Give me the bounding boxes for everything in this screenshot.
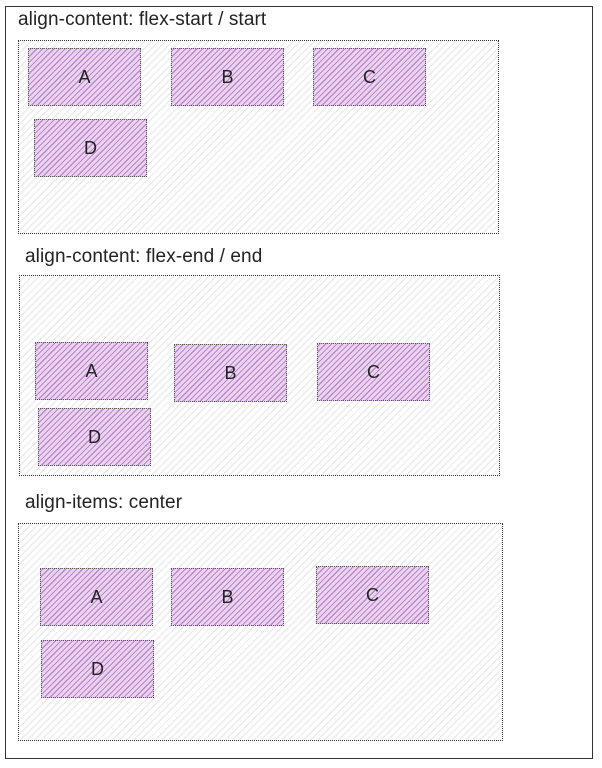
flex-item-d: D: [41, 640, 154, 698]
flex-item-a: A: [35, 342, 148, 400]
flex-item-label: B: [224, 363, 237, 383]
flex-item-label: A: [85, 361, 98, 381]
flex-item-d: D: [38, 408, 151, 466]
flex-item-label: C: [367, 362, 380, 382]
flex-item-label: C: [363, 67, 376, 87]
flex-item-b: B: [171, 568, 284, 626]
flex-item-a: A: [28, 48, 141, 106]
flex-item-d: D: [34, 119, 147, 177]
flex-item-label: B: [221, 587, 234, 607]
flex-container-flex-start: A B C D: [18, 40, 499, 234]
flex-item-label: D: [84, 138, 97, 158]
flex-item-c: C: [313, 48, 426, 106]
flex-item-label: A: [78, 67, 91, 87]
section-title-flex-start: align-content: flex-start / start: [18, 9, 267, 30]
section-title-align-items-center: align-items: center: [25, 492, 183, 513]
flex-item-c: C: [316, 566, 429, 624]
section-title-flex-end: align-content: flex-end / end: [25, 246, 263, 267]
flex-item-b: B: [174, 344, 287, 402]
flex-container-align-items-center: A B C D: [18, 523, 503, 741]
flex-item-label: D: [88, 427, 101, 447]
flex-item-b: B: [171, 48, 284, 106]
flex-item-label: D: [91, 659, 104, 679]
flex-item-a: A: [40, 568, 153, 626]
flex-item-label: C: [366, 585, 379, 605]
flex-container-flex-end: A B C D: [19, 275, 500, 476]
flex-item-c: C: [317, 343, 430, 401]
flex-item-label: B: [221, 67, 234, 87]
flex-item-label: A: [90, 587, 103, 607]
